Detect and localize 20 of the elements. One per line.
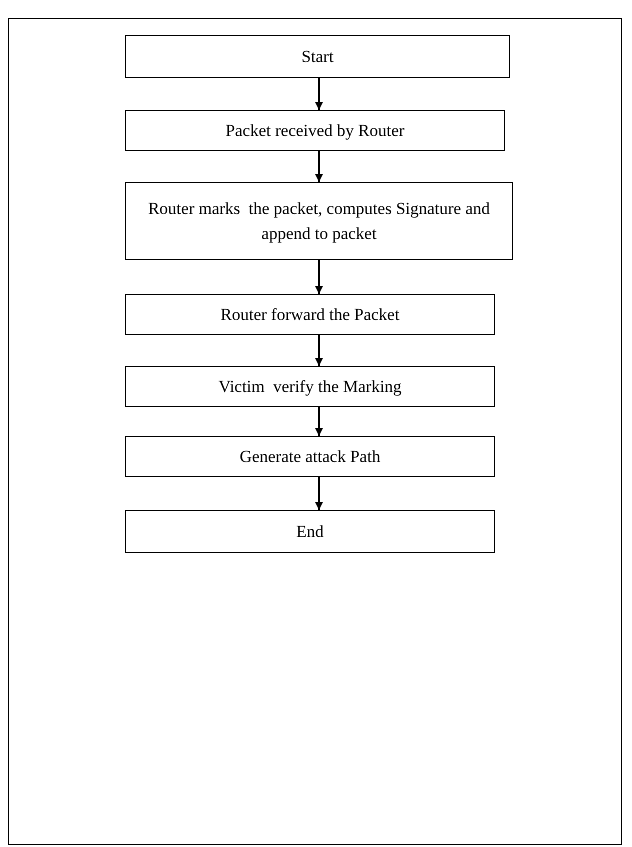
step-text: Start bbox=[301, 46, 334, 68]
step-text: Generate attack Path bbox=[240, 446, 380, 468]
arrow bbox=[315, 78, 323, 110]
process-box bbox=[125, 294, 495, 335]
process-box bbox=[125, 182, 513, 260]
step-text: Victim verify the Marking bbox=[218, 376, 402, 398]
arrow bbox=[315, 260, 323, 294]
process-box bbox=[125, 436, 495, 477]
process-box bbox=[125, 510, 495, 553]
step-text: End bbox=[296, 520, 324, 543]
step-text: Router marks the packet, computes Signature and append to packet bbox=[147, 198, 491, 245]
arrow bbox=[315, 407, 323, 436]
arrow bbox=[315, 151, 323, 182]
process-box bbox=[125, 110, 505, 151]
arrow bbox=[315, 477, 323, 510]
process-box bbox=[125, 35, 510, 78]
step-text: Packet received by Router bbox=[226, 120, 404, 142]
step-text: Router forward the Packet bbox=[220, 304, 400, 326]
process-box bbox=[125, 366, 495, 407]
arrow bbox=[315, 335, 323, 366]
